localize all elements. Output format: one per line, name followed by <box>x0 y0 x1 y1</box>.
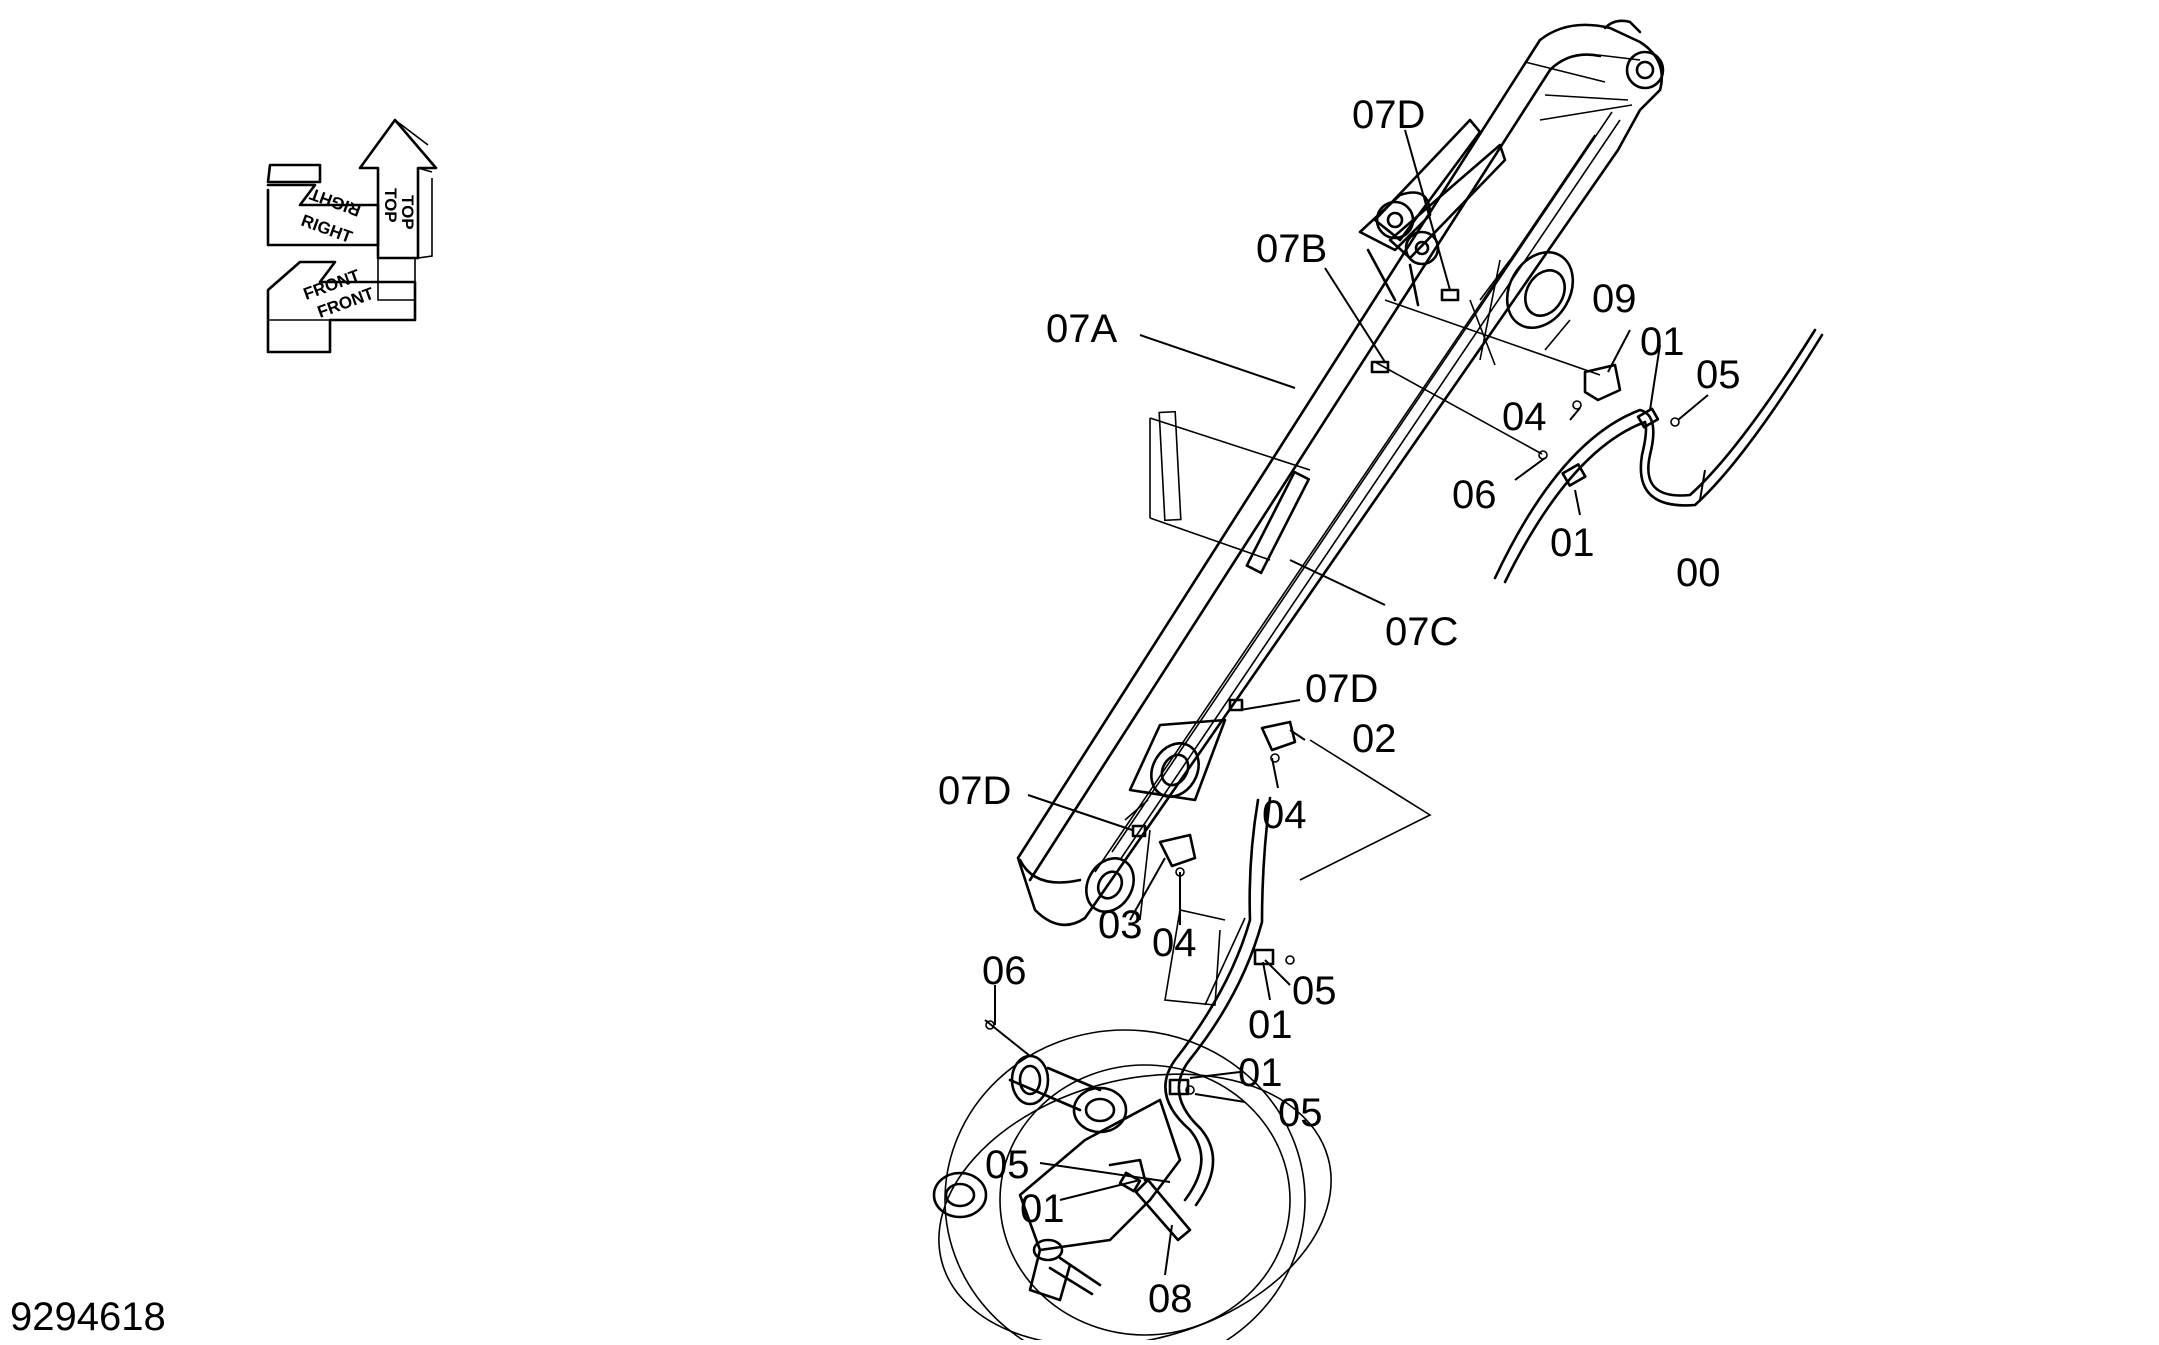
orientation-top-label: TOP <box>381 188 400 223</box>
part-label-05-b: 05 <box>1292 969 1337 1013</box>
part-label-01-b: 01 <box>1550 521 1595 565</box>
boom-arm <box>1016 19 1665 927</box>
part-label-05-d: 05 <box>985 1143 1030 1187</box>
leader-lines <box>984 129 1709 1276</box>
orientation-indicator: TOP TOP RIGHT RIGHT FRONT FRONT <box>266 118 438 354</box>
hoses <box>1118 328 1824 1207</box>
part-label-03: 03 <box>1098 903 1143 947</box>
part-label-05-a: 05 <box>1696 353 1741 397</box>
part-label-07D-low: 07D <box>938 769 1011 813</box>
orientation-top-mirror-label: TOP <box>398 195 417 230</box>
part-label-07D-mid: 07D <box>1305 667 1378 711</box>
boom-foot-assembly <box>932 1029 1332 1345</box>
part-label-00: 00 <box>1676 551 1721 595</box>
part-label-01-e: 01 <box>1020 1187 1065 1231</box>
part-label-01-d: 01 <box>1238 1051 1283 1095</box>
clamp-parts <box>985 363 1680 1095</box>
part-label-09: 09 <box>1592 277 1637 321</box>
part-label-06-b: 06 <box>982 949 1027 993</box>
part-label-06-a: 06 <box>1452 473 1497 517</box>
part-label-01-c: 01 <box>1248 1003 1293 1047</box>
part-label-05-c: 05 <box>1278 1091 1323 1135</box>
part-labels: 07D 07B 07A 09 01 05 04 06 01 00 07C 07D… <box>938 93 1741 1321</box>
figure-number: 9294618 <box>10 1295 166 1339</box>
reference-lines <box>1139 299 1601 1006</box>
part-label-07A: 07A <box>1046 307 1117 351</box>
part-label-02: 02 <box>1352 717 1397 761</box>
part-label-07B: 07B <box>1256 227 1327 271</box>
part-label-04-b: 04 <box>1262 793 1307 837</box>
part-label-04-a: 04 <box>1502 395 1547 439</box>
part-label-07C: 07C <box>1385 610 1458 654</box>
part-label-08: 08 <box>1148 1277 1193 1321</box>
part-label-04-c: 04 <box>1152 921 1197 965</box>
part-label-01-a: 01 <box>1640 320 1685 364</box>
part-label-07D-top: 07D <box>1352 93 1425 137</box>
